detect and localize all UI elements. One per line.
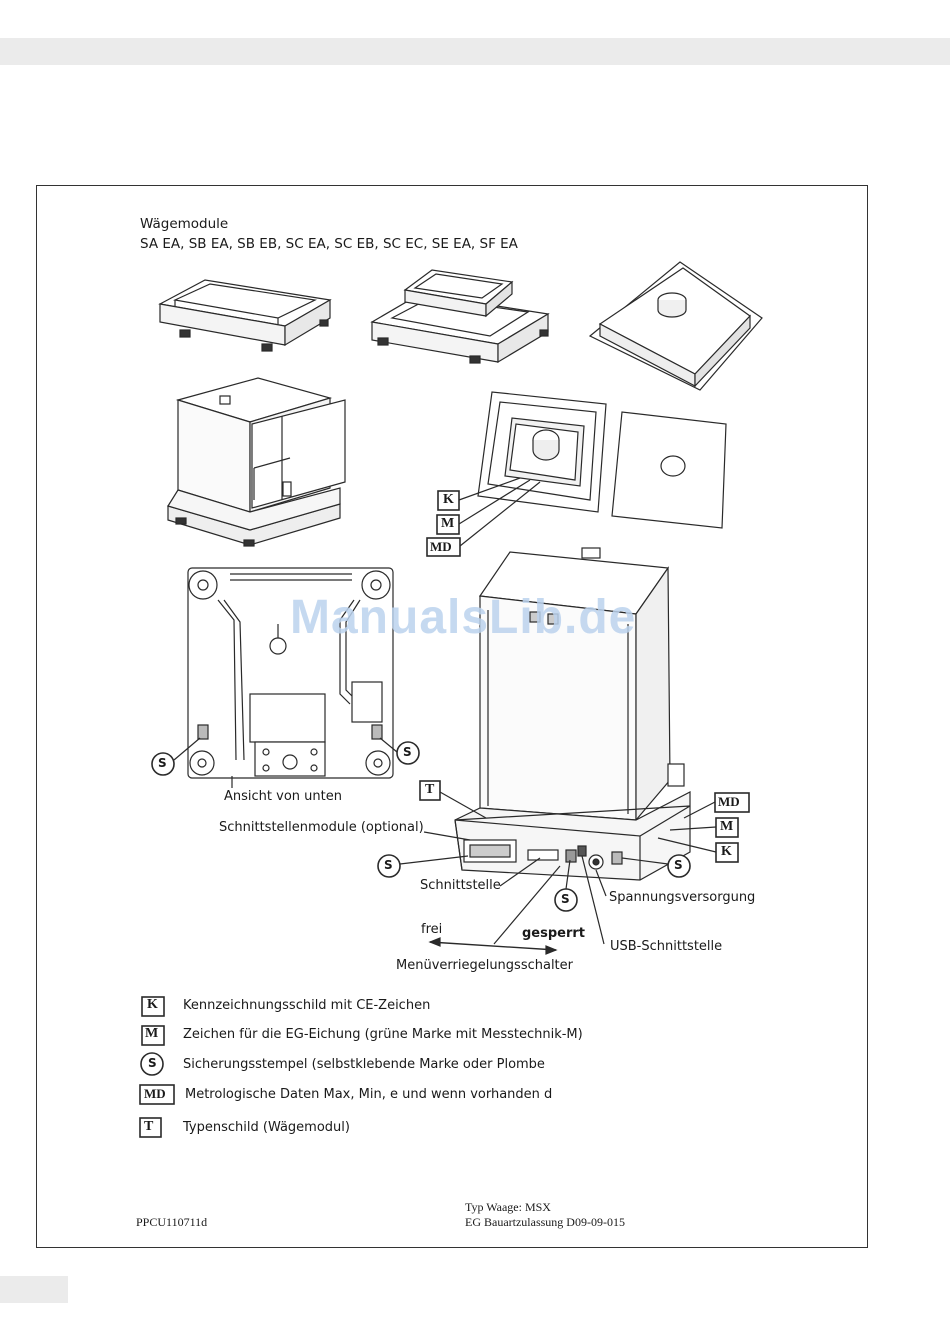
marker-t-label: T xyxy=(425,782,435,797)
legend-item-m: M Zeichen für die EG-Eichung (grüne Mark… xyxy=(140,1025,640,1047)
marker-m-lower-label: M xyxy=(720,819,734,834)
marker-m-upper-label: M xyxy=(441,516,455,531)
label-interface-modules: Schnittstellenmodule (optional) xyxy=(219,820,424,835)
legend-item-s: S Sicherungsstempel (selbstklebende Mark… xyxy=(140,1055,640,1077)
legend-symbol-m-label: M xyxy=(145,1026,159,1041)
marker-md-upper xyxy=(426,537,461,557)
draft-shield-scale xyxy=(167,377,346,547)
legend-symbol-k-label: K xyxy=(147,997,158,1012)
figure-frame xyxy=(36,185,868,1248)
legend-text-md: Metrologische Daten Max, Min, e und wenn… xyxy=(185,1087,553,1102)
marker-k-lower-label: K xyxy=(721,844,732,859)
plate-with-hole xyxy=(611,411,727,529)
legend-text-k: Kennzeichnungsschild mit CE-Zeichen xyxy=(183,998,431,1013)
top-band xyxy=(0,38,950,65)
marker-s-bottom-left-label: S xyxy=(158,756,167,770)
legend-symbol-k xyxy=(141,996,165,1017)
watermark: ManualsLib.de xyxy=(290,591,637,644)
legend-item-md: MD Metrologische Daten Max, Min, e und w… xyxy=(140,1085,640,1107)
marker-s-lower-left-label: S xyxy=(384,858,393,872)
marker-s-bottom-right xyxy=(396,741,420,765)
label-bottom-view: Ansicht von unten xyxy=(224,789,342,804)
footer-code: PPCU110711d xyxy=(136,1215,208,1229)
large-draft-shield-scale xyxy=(454,547,691,881)
label-locked: gesperrt xyxy=(522,926,586,941)
legend-symbol-md-label: MD xyxy=(144,1086,166,1101)
marker-s-lower-left xyxy=(377,854,401,878)
label-free: frei xyxy=(421,922,443,937)
marker-m-upper xyxy=(436,514,460,535)
base-top-view xyxy=(477,391,607,513)
legend-text-m: Zeichen für die EG-Eichung (grüne Marke … xyxy=(183,1027,583,1042)
label-power-supply: Spannungsversorgung xyxy=(609,890,756,905)
marker-s-lower-right xyxy=(667,854,691,878)
marker-md-upper-label: MD xyxy=(430,539,452,554)
heading-title: Wägemodule xyxy=(140,216,229,232)
legend-symbol-s-label: S xyxy=(148,1056,157,1070)
plate-with-knob xyxy=(588,261,763,391)
bottom-view xyxy=(187,567,394,788)
footer-approval: EG Bauartzulassung D09-09-015 xyxy=(465,1215,625,1229)
legend-text-s: Sicherungsstempel (selbstklebende Marke … xyxy=(183,1057,545,1072)
scale-square-pan xyxy=(370,269,550,364)
marker-s-lower-center-label: S xyxy=(561,892,570,906)
marker-k-upper xyxy=(437,490,460,511)
legend-symbol-s xyxy=(140,1052,164,1076)
legend-item-k: K Kennzeichnungsschild mit CE-Zeichen xyxy=(140,996,640,1018)
label-menu-lock-switch: Menüverriegelungsschalter xyxy=(396,958,573,973)
footer-type: Typ Waage: MSX xyxy=(465,1200,551,1214)
label-usb: USB-Schnittstelle xyxy=(610,939,723,954)
legend-text-t: Typenschild (Wägemodul) xyxy=(183,1120,350,1135)
marker-k-upper-label: K xyxy=(443,492,454,507)
switch-arrow xyxy=(428,937,558,955)
marker-t xyxy=(419,780,441,801)
marker-s-lower-right-label: S xyxy=(674,858,683,872)
marker-s-bottom-left xyxy=(151,752,175,776)
label-interface: Schnittstelle xyxy=(420,878,501,893)
scale-flat-pan xyxy=(158,279,332,352)
marker-k-lower xyxy=(715,842,739,863)
legend-symbol-t-label: T xyxy=(144,1119,154,1134)
legend-symbol-t xyxy=(139,1117,162,1138)
marker-s-bottom-right-label: S xyxy=(403,745,412,759)
legend-symbol-md xyxy=(139,1084,175,1105)
legend-symbol-m xyxy=(141,1025,165,1046)
heading-models: SA EA, SB EA, SB EB, SC EA, SC EB, SC EC… xyxy=(140,236,518,252)
legend-item-t: T Typenschild (Wägemodul) xyxy=(140,1118,640,1140)
marker-md-lower-label: MD xyxy=(718,794,740,809)
page-tab xyxy=(0,1276,68,1303)
